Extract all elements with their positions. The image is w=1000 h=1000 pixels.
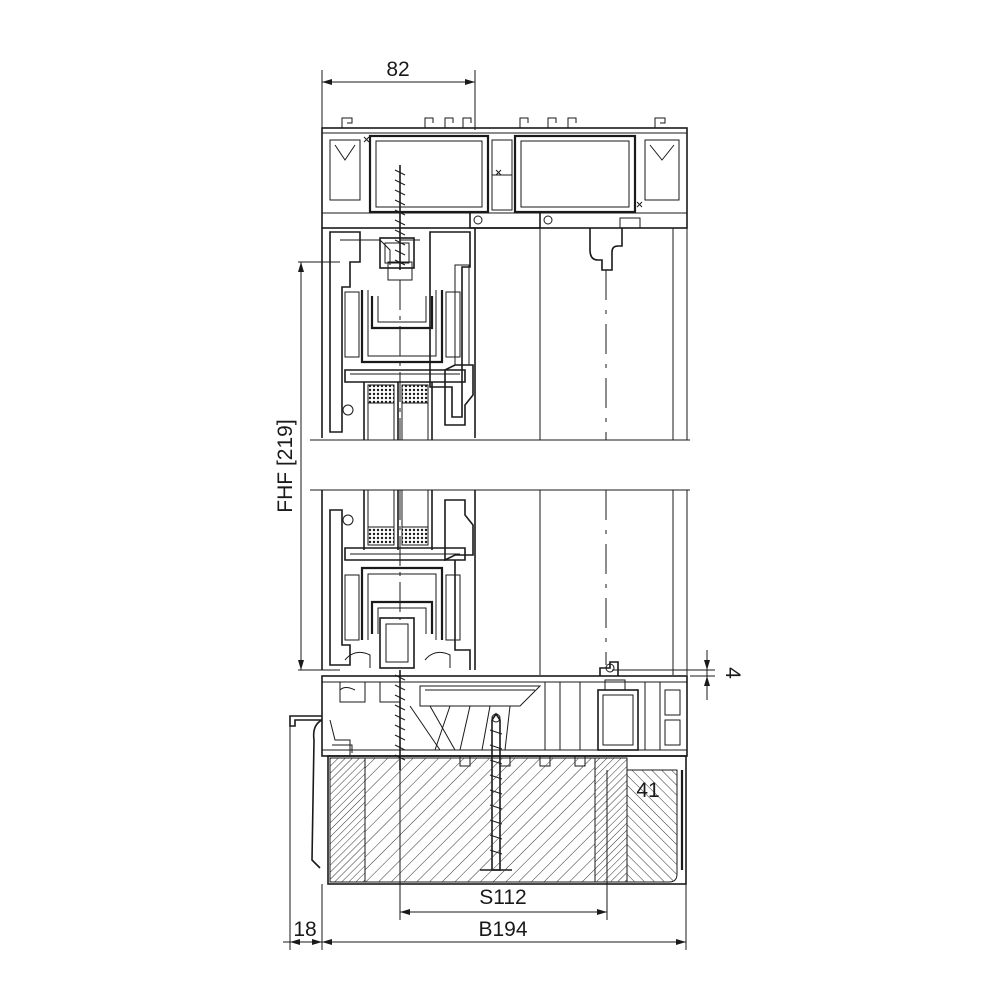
fixing-screw-lower	[394, 670, 406, 770]
lower-sash-profile	[321, 490, 476, 670]
glass-spacer-mesh	[367, 526, 395, 546]
fixing-screw-upper	[387, 165, 413, 281]
dimension-label-frame-height: FHF [219]	[274, 419, 297, 512]
dimension-label-screw-spacing: S112	[479, 886, 527, 909]
glass-spacer-mesh	[401, 526, 429, 546]
dimension-label-projection: 18	[293, 918, 316, 941]
glass-spacer-mesh	[401, 384, 429, 404]
upper-frame-profile	[321, 117, 688, 271]
dimension-gap-right: 4	[612, 650, 744, 700]
dimension-sill-offset: 41	[626, 770, 660, 802]
upper-sash-profile	[321, 228, 476, 440]
sliding-panel-lower	[539, 490, 688, 675]
glass-spacer-mesh	[367, 384, 395, 404]
dimension-label-top-width: 82	[386, 58, 409, 81]
timber-sill	[327, 755, 687, 885]
dimension-label-gap-right: 4	[721, 667, 744, 679]
dimension-overall-width: B194 18	[283, 726, 687, 950]
dimension-frame-height: FHF [219]	[274, 261, 340, 671]
dimension-label-sill-offset: 41	[636, 779, 659, 802]
dimension-screw-spacing: S112	[399, 770, 608, 920]
dimension-top-width: 82	[321, 58, 476, 130]
dimension-label-overall-width: B194	[478, 918, 527, 941]
sliding-panel-upper	[539, 228, 688, 440]
